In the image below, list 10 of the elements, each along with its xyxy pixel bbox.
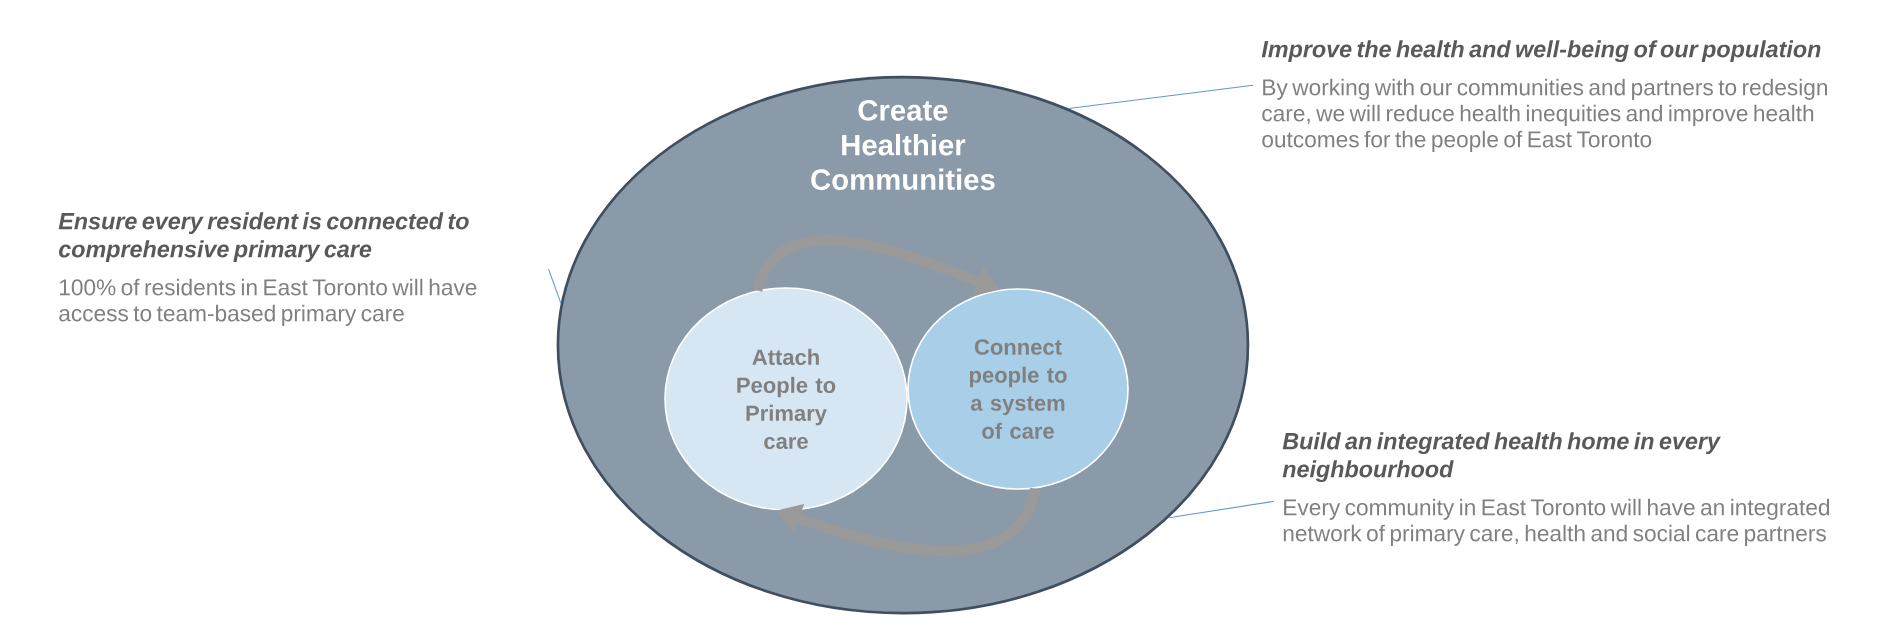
heading: Ensure every resident is connected to comprehensive primary care xyxy=(58,212,469,263)
leader-line xyxy=(1168,500,1275,519)
heading: Build an integrated health home in every neighbourhood xyxy=(1282,432,1721,483)
paragraph: Every community in East Toronto will have an integrated network of primary care, health and social care partners xyxy=(1283,498,1830,546)
heading: Improve the health and well-being of our population xyxy=(1261,40,1821,63)
paragraph: By working with our communities and partners to redesign care, we will reduce health inequities and improve health outcomes for the people of East Toronto xyxy=(1262,78,1827,152)
leader-line xyxy=(1068,84,1254,110)
paragraph: 100% of residents in East Toronto will have access to team-based primary care xyxy=(59,278,477,326)
leader-line xyxy=(548,268,562,304)
title: Create Healthier Communities xyxy=(811,100,995,191)
